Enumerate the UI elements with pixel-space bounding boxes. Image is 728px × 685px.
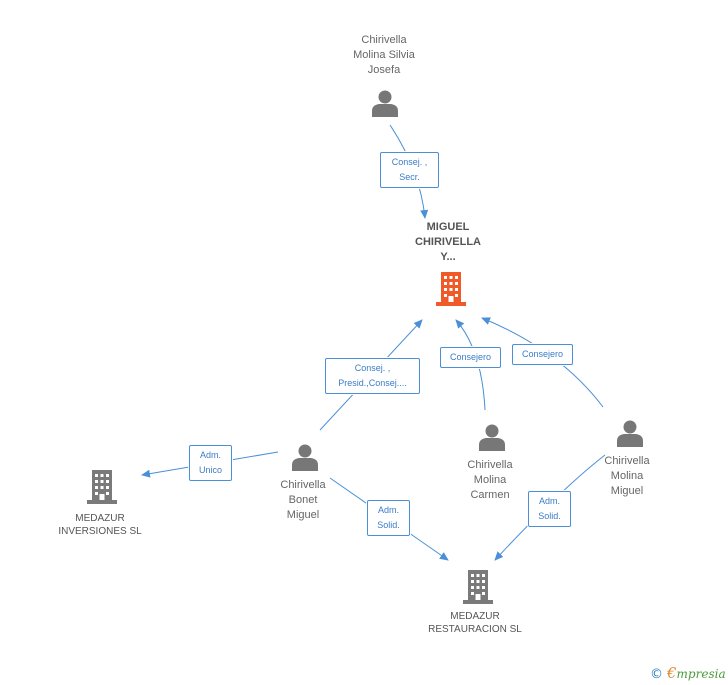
node-label-carmen: Chirivella Molina Carmen [467, 459, 513, 501]
edge-label-silvia-main[interactable]: Consej. , Secr. [380, 152, 439, 188]
person-icon[interactable] [371, 89, 399, 117]
node-label-molina-miguel: Chirivella Molina Miguel [604, 455, 650, 497]
person-icon[interactable] [616, 419, 644, 447]
edge-label-molina-main[interactable]: Consejero [512, 344, 573, 365]
person-icon[interactable] [478, 423, 506, 451]
copyright-icon: © [650, 667, 663, 682]
node-label-bonet: Chirivella Bonet Miguel [280, 479, 326, 521]
brand-logo-initial: € [667, 664, 677, 682]
brand-logo-text: mpresia [676, 667, 726, 681]
edge-label-carmen-main[interactable]: Consejero [440, 347, 501, 368]
building-icon[interactable] [463, 570, 493, 604]
node-label-main: MIGUEL CHIRIVELLA Y... [415, 221, 481, 263]
node-label-inversiones: MEDAZUR INVERSIONES SL [58, 513, 142, 537]
edge-label-bonet-main[interactable]: Consej. , Presid.,Consej.... [325, 358, 420, 394]
brand-footer: © €mpresia [650, 664, 726, 682]
edge-label-molina-restauracion[interactable]: Adm. Solid. [528, 491, 571, 527]
person-icon[interactable] [291, 443, 319, 471]
building-icon[interactable] [87, 470, 117, 504]
node-label-restauracion: MEDAZUR RESTAURACION SL [428, 611, 522, 635]
building-icon[interactable] [436, 272, 466, 306]
edge-label-bonet-inversiones[interactable]: Adm. Unico [189, 445, 232, 481]
node-label-silvia: Chirivella Molina Silvia Josefa [353, 34, 415, 76]
edge-label-bonet-restauracion[interactable]: Adm. Solid. [367, 500, 410, 536]
